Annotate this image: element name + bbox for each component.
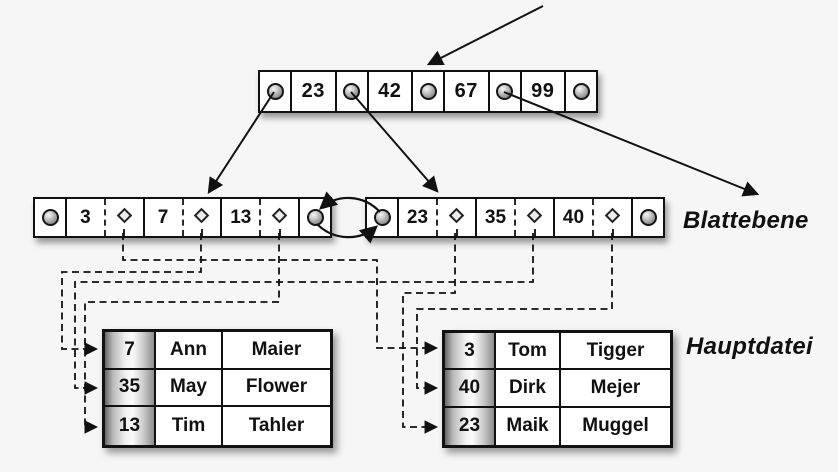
record-firstname-cell: Maik [496, 407, 561, 445]
leaf-key: 7 [157, 206, 169, 228]
diamond-icon [526, 207, 543, 223]
record-firstname-cell: May [156, 369, 223, 408]
leaf-key-cell: 13 [222, 199, 301, 236]
root-entry-arrow [426, 5, 544, 66]
record-pointer-cell [436, 199, 475, 236]
node-pointer-cell [260, 72, 292, 111]
record-firstname-cell: Dirk [496, 370, 561, 408]
main-file-table-right: 3 Tom Tigger 40 Dirk Mejer 23 Maik Mugge… [442, 330, 673, 448]
leaf-key: 23 [406, 206, 429, 228]
record-key-cell: 7 [105, 332, 156, 370]
node-pointer-cell [35, 199, 67, 236]
record-firstname-cell: Ann [156, 332, 223, 370]
record-key-cell: 13 [105, 407, 156, 445]
record-key-cell: 3 [445, 333, 496, 371]
root-key-cell: 67 [445, 72, 490, 111]
root-key-cell: 99 [522, 72, 566, 111]
root-key-cell: 23 [292, 72, 337, 111]
root-node: 23 42 67 99 [258, 70, 598, 113]
record-lastname-cell: Tigger [561, 333, 670, 371]
leaf-key-cell: 40 [555, 199, 633, 236]
leaf-node-right: 23 35 40 [365, 197, 665, 238]
node-pointer-cell [367, 199, 399, 236]
record-firstname-cell: Tom [496, 333, 561, 371]
pointer-circle-icon [41, 209, 59, 226]
leaf-key-cell: 35 [477, 199, 555, 236]
record-lastname-cell: Tahler [248, 415, 305, 437]
leaf-key-cell: 23 [399, 199, 477, 236]
record-pointer-cell [181, 199, 221, 236]
node-pointer-cell [413, 72, 445, 111]
record-pointer-cell [103, 199, 143, 236]
main-file-table-left: 7 Ann Maier 35 May Flower 13 Tim Tahler [102, 329, 333, 448]
root-key-cell: 42 [369, 72, 413, 111]
pointer-circle-icon [572, 83, 590, 100]
leaf-key-cell: 3 [67, 199, 145, 236]
record-firstname-cell: Tim [156, 407, 223, 445]
diamond-icon [194, 207, 210, 223]
record-key-cell: 40 [445, 370, 496, 408]
node-pointer-cell [566, 72, 596, 111]
leaf-key: 13 [230, 206, 252, 228]
record-pointer-cell [514, 199, 553, 236]
pointer-circle-icon [419, 83, 437, 100]
diamond-icon [604, 207, 621, 223]
leaf-key: 40 [562, 206, 585, 228]
diamond-icon [116, 207, 133, 223]
pointer-circle-icon [266, 83, 284, 100]
node-pointer-cell [337, 72, 369, 111]
record-lastname-cell: Muggel [582, 415, 649, 437]
node-pointer-cell [300, 199, 330, 236]
diamond-icon [448, 207, 465, 223]
leaf-level-label: Blattebene [683, 207, 809, 234]
record-pointer-cell [259, 199, 298, 236]
record-key-cell: 35 [105, 369, 156, 408]
pointer-circle-icon [373, 209, 391, 226]
pointer-circle-icon [496, 83, 513, 100]
leaf-key: 35 [484, 206, 507, 228]
node-pointer-cell [490, 72, 522, 111]
leaf-key: 3 [80, 206, 91, 228]
main-file-label: Hauptdatei [686, 333, 814, 360]
record-pointer-cell [592, 199, 631, 236]
record-key-cell: 23 [445, 407, 496, 445]
pointer-circle-icon [639, 209, 657, 226]
record-lastname-cell: Mejer [561, 370, 670, 408]
record-lastname-cell: Maier [223, 332, 330, 370]
pointer-circle-icon [343, 83, 360, 100]
record-lastname-cell: Flower [223, 370, 330, 408]
leaf-key-cell: 7 [145, 199, 223, 236]
pointer-circle-icon [306, 209, 324, 226]
diamond-icon [271, 207, 288, 223]
leaf-node-left: 3 7 13 [33, 197, 332, 238]
node-pointer-cell [633, 199, 663, 236]
